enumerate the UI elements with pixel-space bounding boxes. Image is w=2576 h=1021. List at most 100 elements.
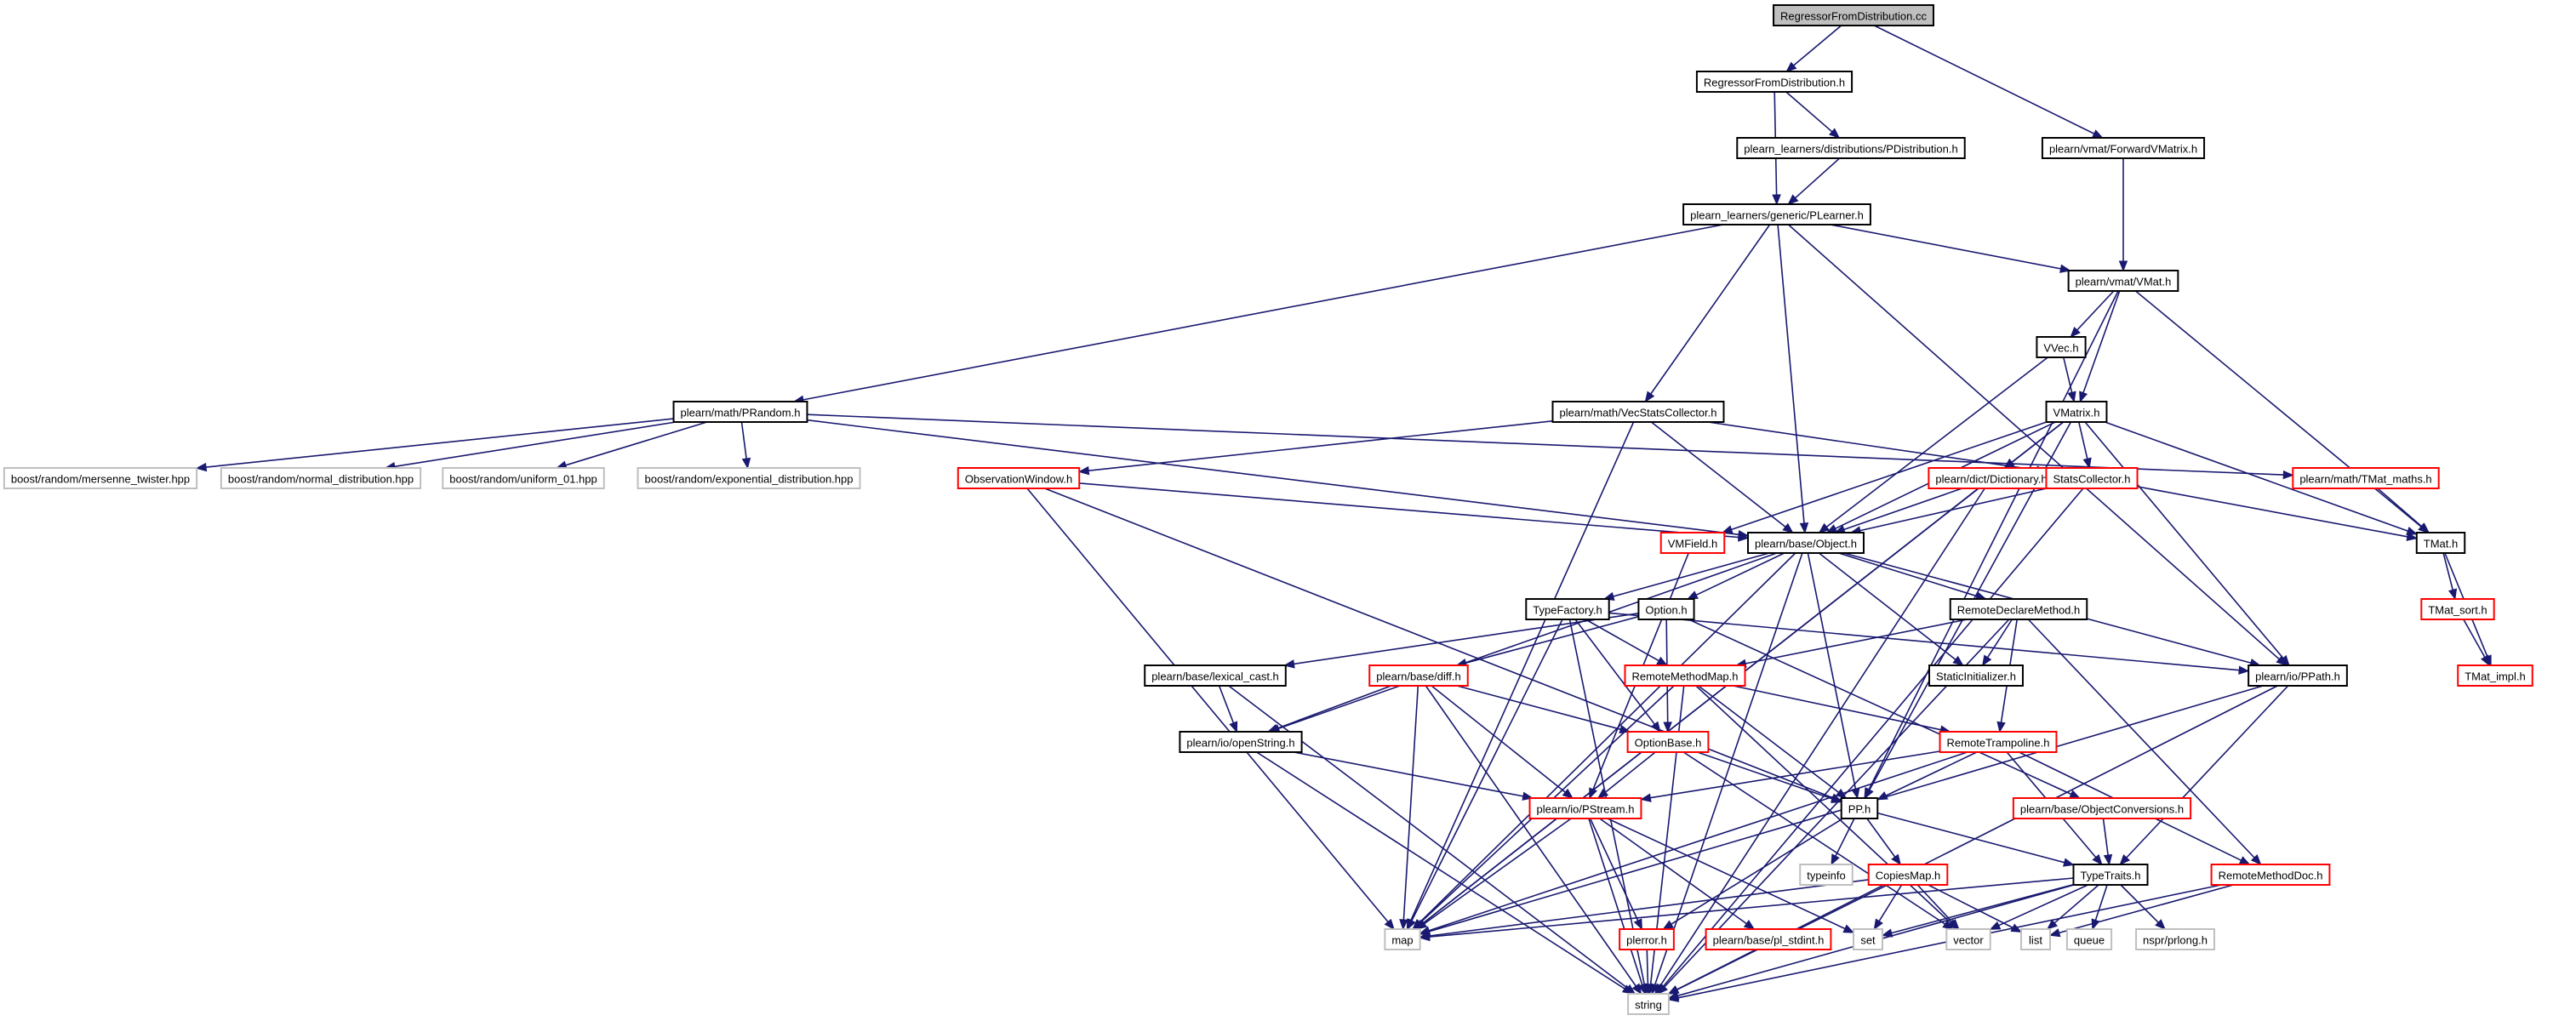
node-obswin[interactable]: ObservationWindow.h — [957, 467, 1081, 489]
node-label: RemoteMethodMap.h — [1631, 670, 1738, 683]
arrowhead — [1667, 993, 1680, 1002]
edges-layer — [195, 25, 2492, 1002]
node-stdint[interactable]: plearn/base/pl_stdint.h — [1705, 928, 1832, 950]
node-option[interactable]: Option.h — [1637, 598, 1695, 620]
node-ppath[interactable]: plearn/io/PPath.h — [2248, 665, 2348, 687]
arrowhead — [2250, 854, 2262, 865]
arrowhead — [1663, 722, 1672, 733]
node-copiesmap[interactable]: CopiesMap.h — [1867, 864, 1949, 886]
node-label: plearn/base/ObjectConversions.h — [2020, 803, 2184, 816]
node-label: plearn/math/PRandom.h — [681, 407, 801, 419]
edge-object-to-pp — [1807, 552, 1860, 800]
edge-line — [1650, 421, 1786, 528]
edge-pstream-to-set — [1607, 818, 1855, 933]
edge-pstream-to-plerror — [1589, 818, 1642, 931]
node-label: plearn/io/PStream.h — [1537, 803, 1635, 816]
node-rmm[interactable]: RemoteMethodMap.h — [1624, 665, 1746, 687]
node-rmdoc[interactable]: RemoteMethodDoc.h — [2210, 864, 2331, 886]
edge-vecstats-to-object — [1650, 421, 1794, 533]
arrowhead — [2406, 532, 2419, 541]
arrowhead — [1229, 721, 1238, 733]
arrowhead — [1876, 791, 1888, 801]
node-label: RegressorFromDistribution.h — [1704, 77, 1845, 89]
edge-vmat-to-vvec — [2070, 290, 2115, 338]
edge-tmatsort-to-tmatimpl — [2463, 619, 2490, 667]
node-lexcast[interactable]: plearn/base/lexical_cast.h — [1144, 665, 1287, 687]
edge-pp-to-copiesmap — [1866, 818, 1901, 866]
node-typefactory[interactable]: TypeFactory.h — [1525, 598, 1610, 620]
node-label: plearn/math/TMat_maths.h — [2299, 473, 2431, 486]
edge-typetraits-to-vector — [1989, 884, 2088, 930]
arrowhead — [1738, 533, 1750, 542]
arrowhead — [1721, 525, 1734, 534]
node-pstream[interactable]: plearn/io/PStream.h — [1528, 797, 1642, 819]
node-plerror[interactable]: plerror.h — [1619, 928, 1675, 950]
node-plearner[interactable]: plearn_learners/generic/PLearner.h — [1682, 203, 1871, 225]
edge-plearner-to-prandom — [792, 224, 1724, 405]
node-tmatsort[interactable]: TMat_sort.h — [2420, 598, 2495, 620]
edge-rmm-to-pp — [1698, 685, 1848, 799]
node-fwdvm[interactable]: plearn/vmat/ForwardVMatrix.h — [2041, 137, 2206, 159]
node-vmat[interactable]: plearn/vmat/VMat.h — [2067, 270, 2179, 292]
arrowhead — [1785, 61, 1797, 72]
node-label: Option.h — [1645, 604, 1687, 617]
arrowhead — [1842, 924, 1855, 933]
node-label: plearn/math/VecStatsCollector.h — [1560, 407, 1717, 419]
edge-prandom-to-tmatmaths — [807, 414, 2294, 480]
node-openstring[interactable]: plearn/io/openString.h — [1179, 731, 1303, 753]
node-statinit[interactable]: StaticInitializer.h — [1928, 665, 2024, 687]
edge-line — [2126, 685, 2289, 858]
node-vmfield[interactable]: VMField.h — [1659, 532, 1726, 554]
node-diff[interactable]: plearn/base/diff.h — [1368, 665, 1469, 687]
node-dict[interactable]: plearn/dict/Dictionary.h — [1928, 467, 2055, 489]
node-rdm[interactable]: RemoteDeclareMethod.h — [1949, 598, 2088, 620]
node-vmatrix[interactable]: VMatrix.h — [2045, 401, 2108, 423]
node-tmat[interactable]: TMat.h — [2415, 532, 2466, 554]
node-rtramp[interactable]: RemoteTrampoline.h — [1939, 731, 2058, 753]
node-label: VMatrix.h — [2053, 407, 2100, 419]
edge-copiesmap-to-list — [1928, 884, 2023, 933]
node-pdist[interactable]: plearn_learners/distributions/PDistribut… — [1736, 137, 1966, 159]
edge-line — [1885, 751, 1978, 796]
arrowhead — [1621, 984, 1634, 995]
edge-line — [206, 418, 674, 468]
node-label: plearn_learners/distributions/PDistribut… — [1744, 143, 1957, 156]
node-label: plearn/dict/Dictionary.h — [1935, 473, 2047, 486]
node-prandom[interactable]: plearn/math/PRandom.h — [672, 401, 808, 423]
edge-diff-to-openstring — [1266, 685, 1392, 733]
arrowhead — [1743, 919, 1756, 930]
edge-line — [1859, 488, 2048, 532]
node-statscol[interactable]: StatsCollector.h — [2045, 467, 2139, 489]
edge-vecstats-to-obswin — [1077, 420, 1553, 476]
node-label: typeinfo — [1807, 870, 1846, 882]
edge-line — [1278, 552, 1778, 730]
edge-line — [565, 421, 708, 466]
node-vvec[interactable]: VVec.h — [2036, 336, 2087, 358]
arrowhead — [2082, 457, 2092, 470]
node-typetraits[interactable]: TypeTraits.h — [2072, 864, 2149, 886]
edge-rtramp-to-pp — [1876, 751, 1978, 801]
node-objconv[interactable]: plearn/base/ObjectConversions.h — [2012, 797, 2192, 819]
edge-lexcast-to-openstring — [1218, 685, 1238, 733]
node-tmatimpl[interactable]: TMat_impl.h — [2457, 665, 2533, 687]
node-object[interactable]: plearn/base/Object.h — [1747, 532, 1865, 554]
edge-rtramp-to-pstream — [1640, 750, 1940, 802]
edge-rmdoc-to-list — [2048, 884, 2234, 938]
edge-line — [1294, 751, 1524, 797]
node-pp[interactable]: PP.h — [1840, 797, 1879, 819]
node-root[interactable]: RegressorFromDistribution.cc — [1773, 4, 1934, 26]
edge-line — [1787, 224, 2280, 660]
node-mt: boost/random/mersenne_twister.hpp — [3, 467, 198, 489]
node-tmatmaths[interactable]: plearn/math/TMat_maths.h — [2292, 467, 2440, 489]
edge-object-to-rdm — [1838, 552, 1987, 601]
node-vecstats[interactable]: plearn/math/VecStatsCollector.h — [1551, 401, 1725, 423]
node-label: CopiesMap.h — [1876, 870, 1941, 882]
node-label: StatsCollector.h — [2053, 473, 2130, 486]
node-optionbase[interactable]: OptionBase.h — [1626, 731, 1710, 753]
edge-line — [2053, 884, 2099, 924]
node-rfd_h[interactable]: RegressorFromDistribution.h — [1695, 71, 1853, 93]
arrowhead — [1949, 919, 1960, 930]
edge-statscol-to-tmat — [2137, 486, 2419, 541]
arrowhead — [1989, 921, 2002, 930]
edge-line — [1877, 812, 2065, 864]
